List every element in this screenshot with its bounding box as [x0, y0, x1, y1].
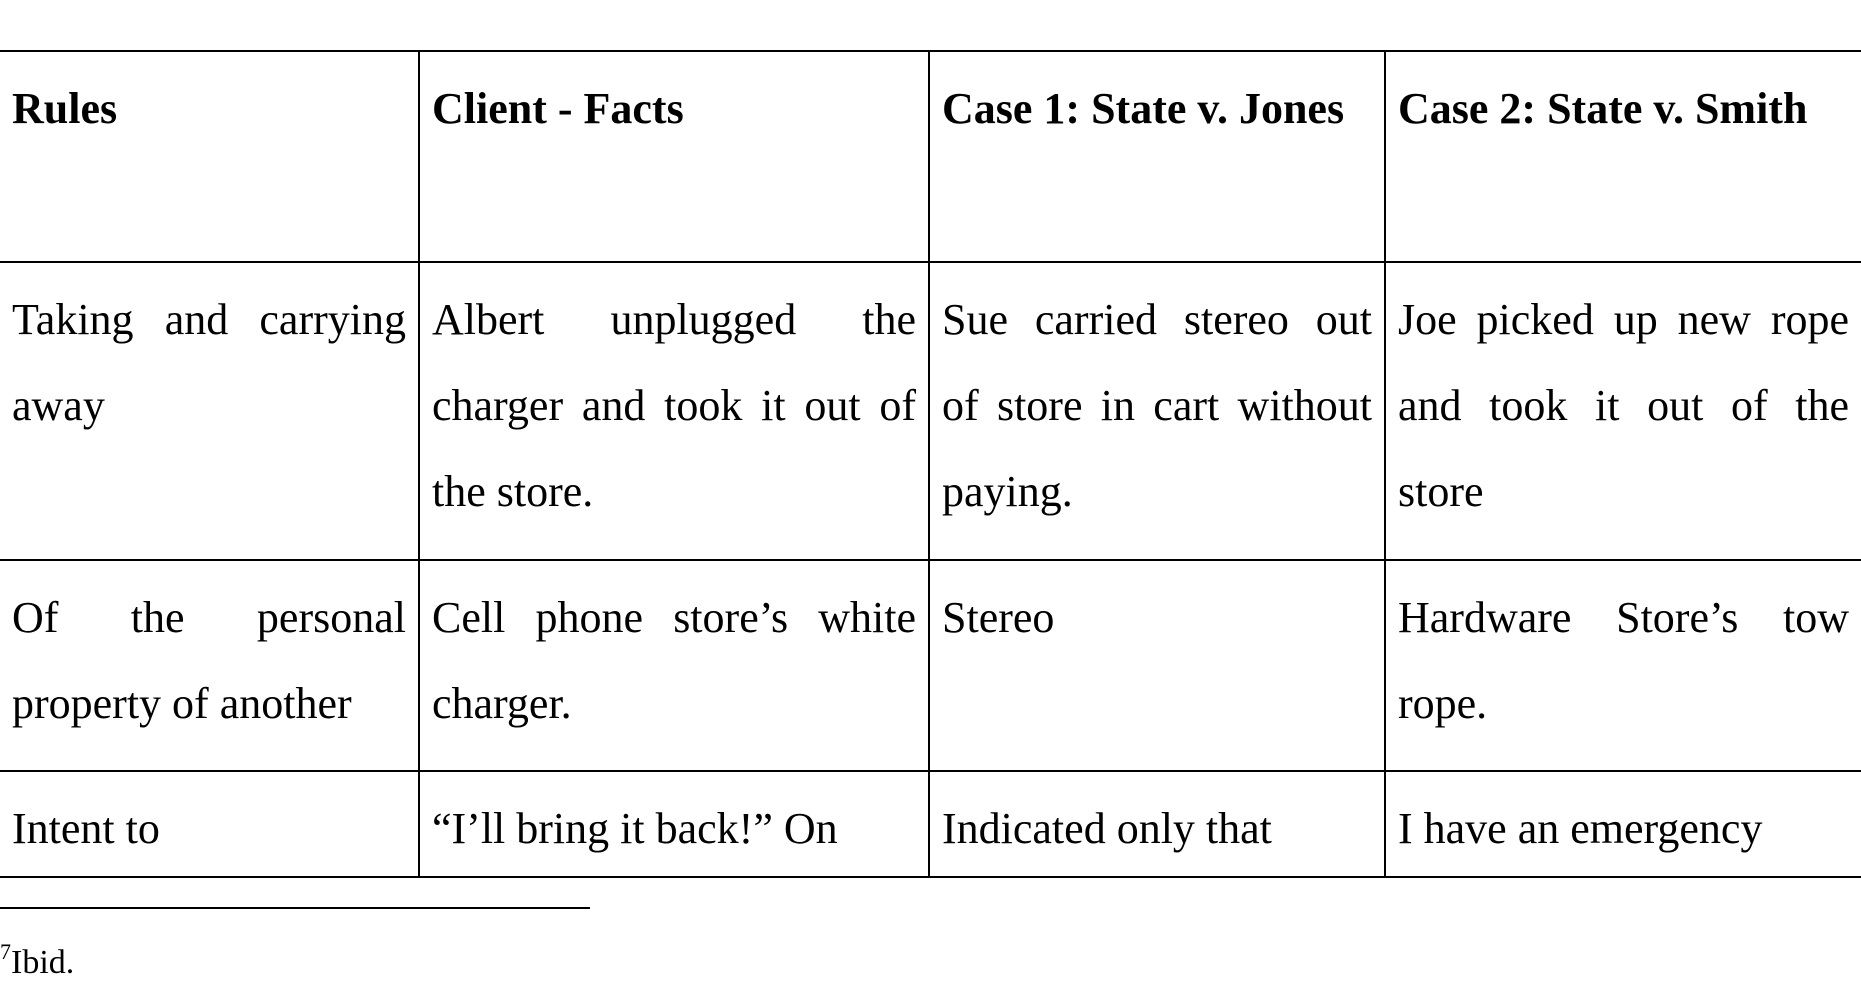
- table-row: Intent to “I’ll bring it back!” On Indic…: [0, 770, 1861, 878]
- footnote-separator: [0, 907, 590, 909]
- case-1-cell: Stereo: [928, 559, 1386, 772]
- case-brief-table: Rules Client - Facts Case 1: State v. Jo…: [0, 50, 1861, 878]
- header-cell-client-facts: Client - Facts: [418, 50, 930, 263]
- table-row: Of the personal property of another Cell…: [0, 559, 1861, 772]
- header-cell-case-2: Case 2: State v. Smith: [1384, 50, 1861, 263]
- case-2-cell: Hardware Store’s tow rope.: [1384, 559, 1861, 772]
- document-page: Rules Client - Facts Case 1: State v. Jo…: [0, 50, 1861, 981]
- table-header-row: Rules Client - Facts Case 1: State v. Jo…: [0, 50, 1861, 263]
- table-row: Taking and carrying away Albert unplugge…: [0, 261, 1861, 561]
- client-facts-cell: “I’ll bring it back!” On: [418, 770, 930, 878]
- case-2-cell: Joe picked up new rope and took it out o…: [1384, 261, 1861, 561]
- footnote-number: 7: [0, 939, 11, 964]
- client-facts-cell: Cell phone store’s white charger.: [418, 559, 930, 772]
- rule-cell: Intent to: [0, 770, 420, 878]
- rule-cell: Of the personal property of another: [0, 559, 420, 772]
- footnote: 7Ibid.: [0, 932, 74, 983]
- header-cell-rules: Rules: [0, 50, 420, 263]
- case-2-cell: I have an emergency: [1384, 770, 1861, 878]
- client-facts-cell: Albert unplugged the charger and took it…: [418, 261, 930, 561]
- case-1-cell: Sue carried stereo out of store in cart …: [928, 261, 1386, 561]
- rule-cell: Taking and carrying away: [0, 261, 420, 561]
- footnote-text: Ibid.: [11, 944, 75, 981]
- case-1-cell: Indicated only that: [928, 770, 1386, 878]
- header-cell-case-1: Case 1: State v. Jones: [928, 50, 1386, 263]
